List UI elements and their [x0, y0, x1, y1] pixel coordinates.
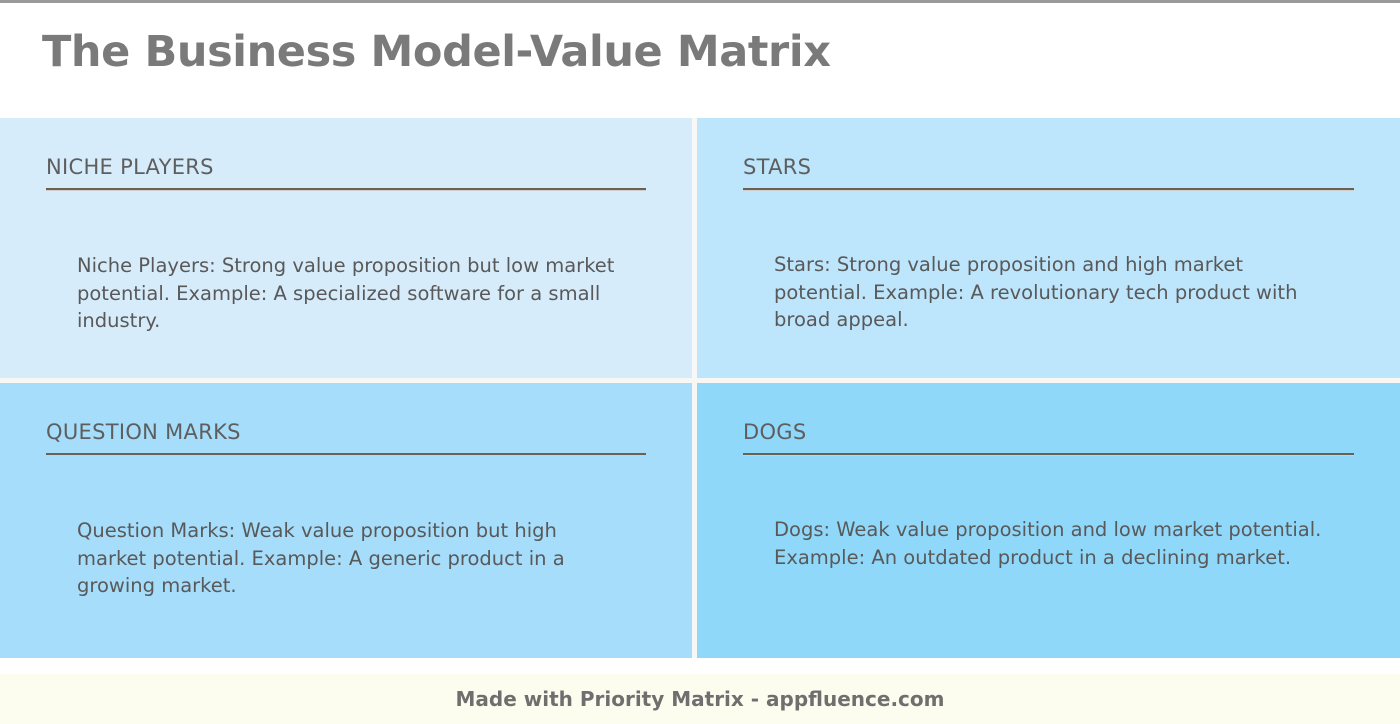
quadrant-question-marks[interactable]: QUESTION MARKS Question Marks: Weak valu…: [0, 383, 697, 658]
quadrant-dogs[interactable]: DOGS Dogs: Weak value proposition and lo…: [697, 383, 1400, 658]
matrix-grid: NICHE PLAYERS Niche Players: Strong valu…: [0, 118, 1400, 658]
quadrant-title-niche-players: NICHE PLAYERS: [46, 155, 214, 179]
page-title: The Business Model-Value Matrix: [42, 27, 831, 77]
quadrant-title-rule: [743, 453, 1354, 457]
quadrant-header-stars: STARS: [743, 155, 1354, 192]
quadrant-body-stars: Stars: Strong value proposition and high…: [774, 253, 1298, 332]
quadrant-body-question-marks: Question Marks: Weak value proposition b…: [77, 519, 565, 598]
quadrant-title-question-marks: QUESTION MARKS: [46, 420, 241, 444]
quadrant-header-dogs: DOGS: [743, 420, 1354, 457]
footer-spacer: [0, 658, 1400, 674]
footer-attribution: Made with Priority Matrix - appfluence.c…: [455, 687, 945, 711]
quadrant-body-dogs: Dogs: Weak value proposition and low mar…: [774, 518, 1322, 569]
quadrant-title-rule: [46, 453, 646, 457]
top-divider: [0, 0, 1400, 3]
quadrant-header-niche-players: NICHE PLAYERS: [46, 155, 646, 192]
quadrant-title-dogs: DOGS: [743, 420, 807, 444]
quadrant-body-niche-players: Niche Players: Strong value proposition …: [77, 254, 615, 333]
quadrant-title-stars: STARS: [743, 155, 812, 179]
quadrant-title-rule: [743, 188, 1354, 192]
quadrant-niche-players[interactable]: NICHE PLAYERS Niche Players: Strong valu…: [0, 118, 697, 383]
page-footer: Made with Priority Matrix - appfluence.c…: [0, 674, 1400, 724]
quadrant-header-question-marks: QUESTION MARKS: [46, 420, 646, 457]
quadrant-title-rule: [46, 188, 646, 192]
quadrant-stars[interactable]: STARS Stars: Strong value proposition an…: [697, 118, 1400, 383]
page-header: The Business Model-Value Matrix: [0, 3, 1400, 116]
